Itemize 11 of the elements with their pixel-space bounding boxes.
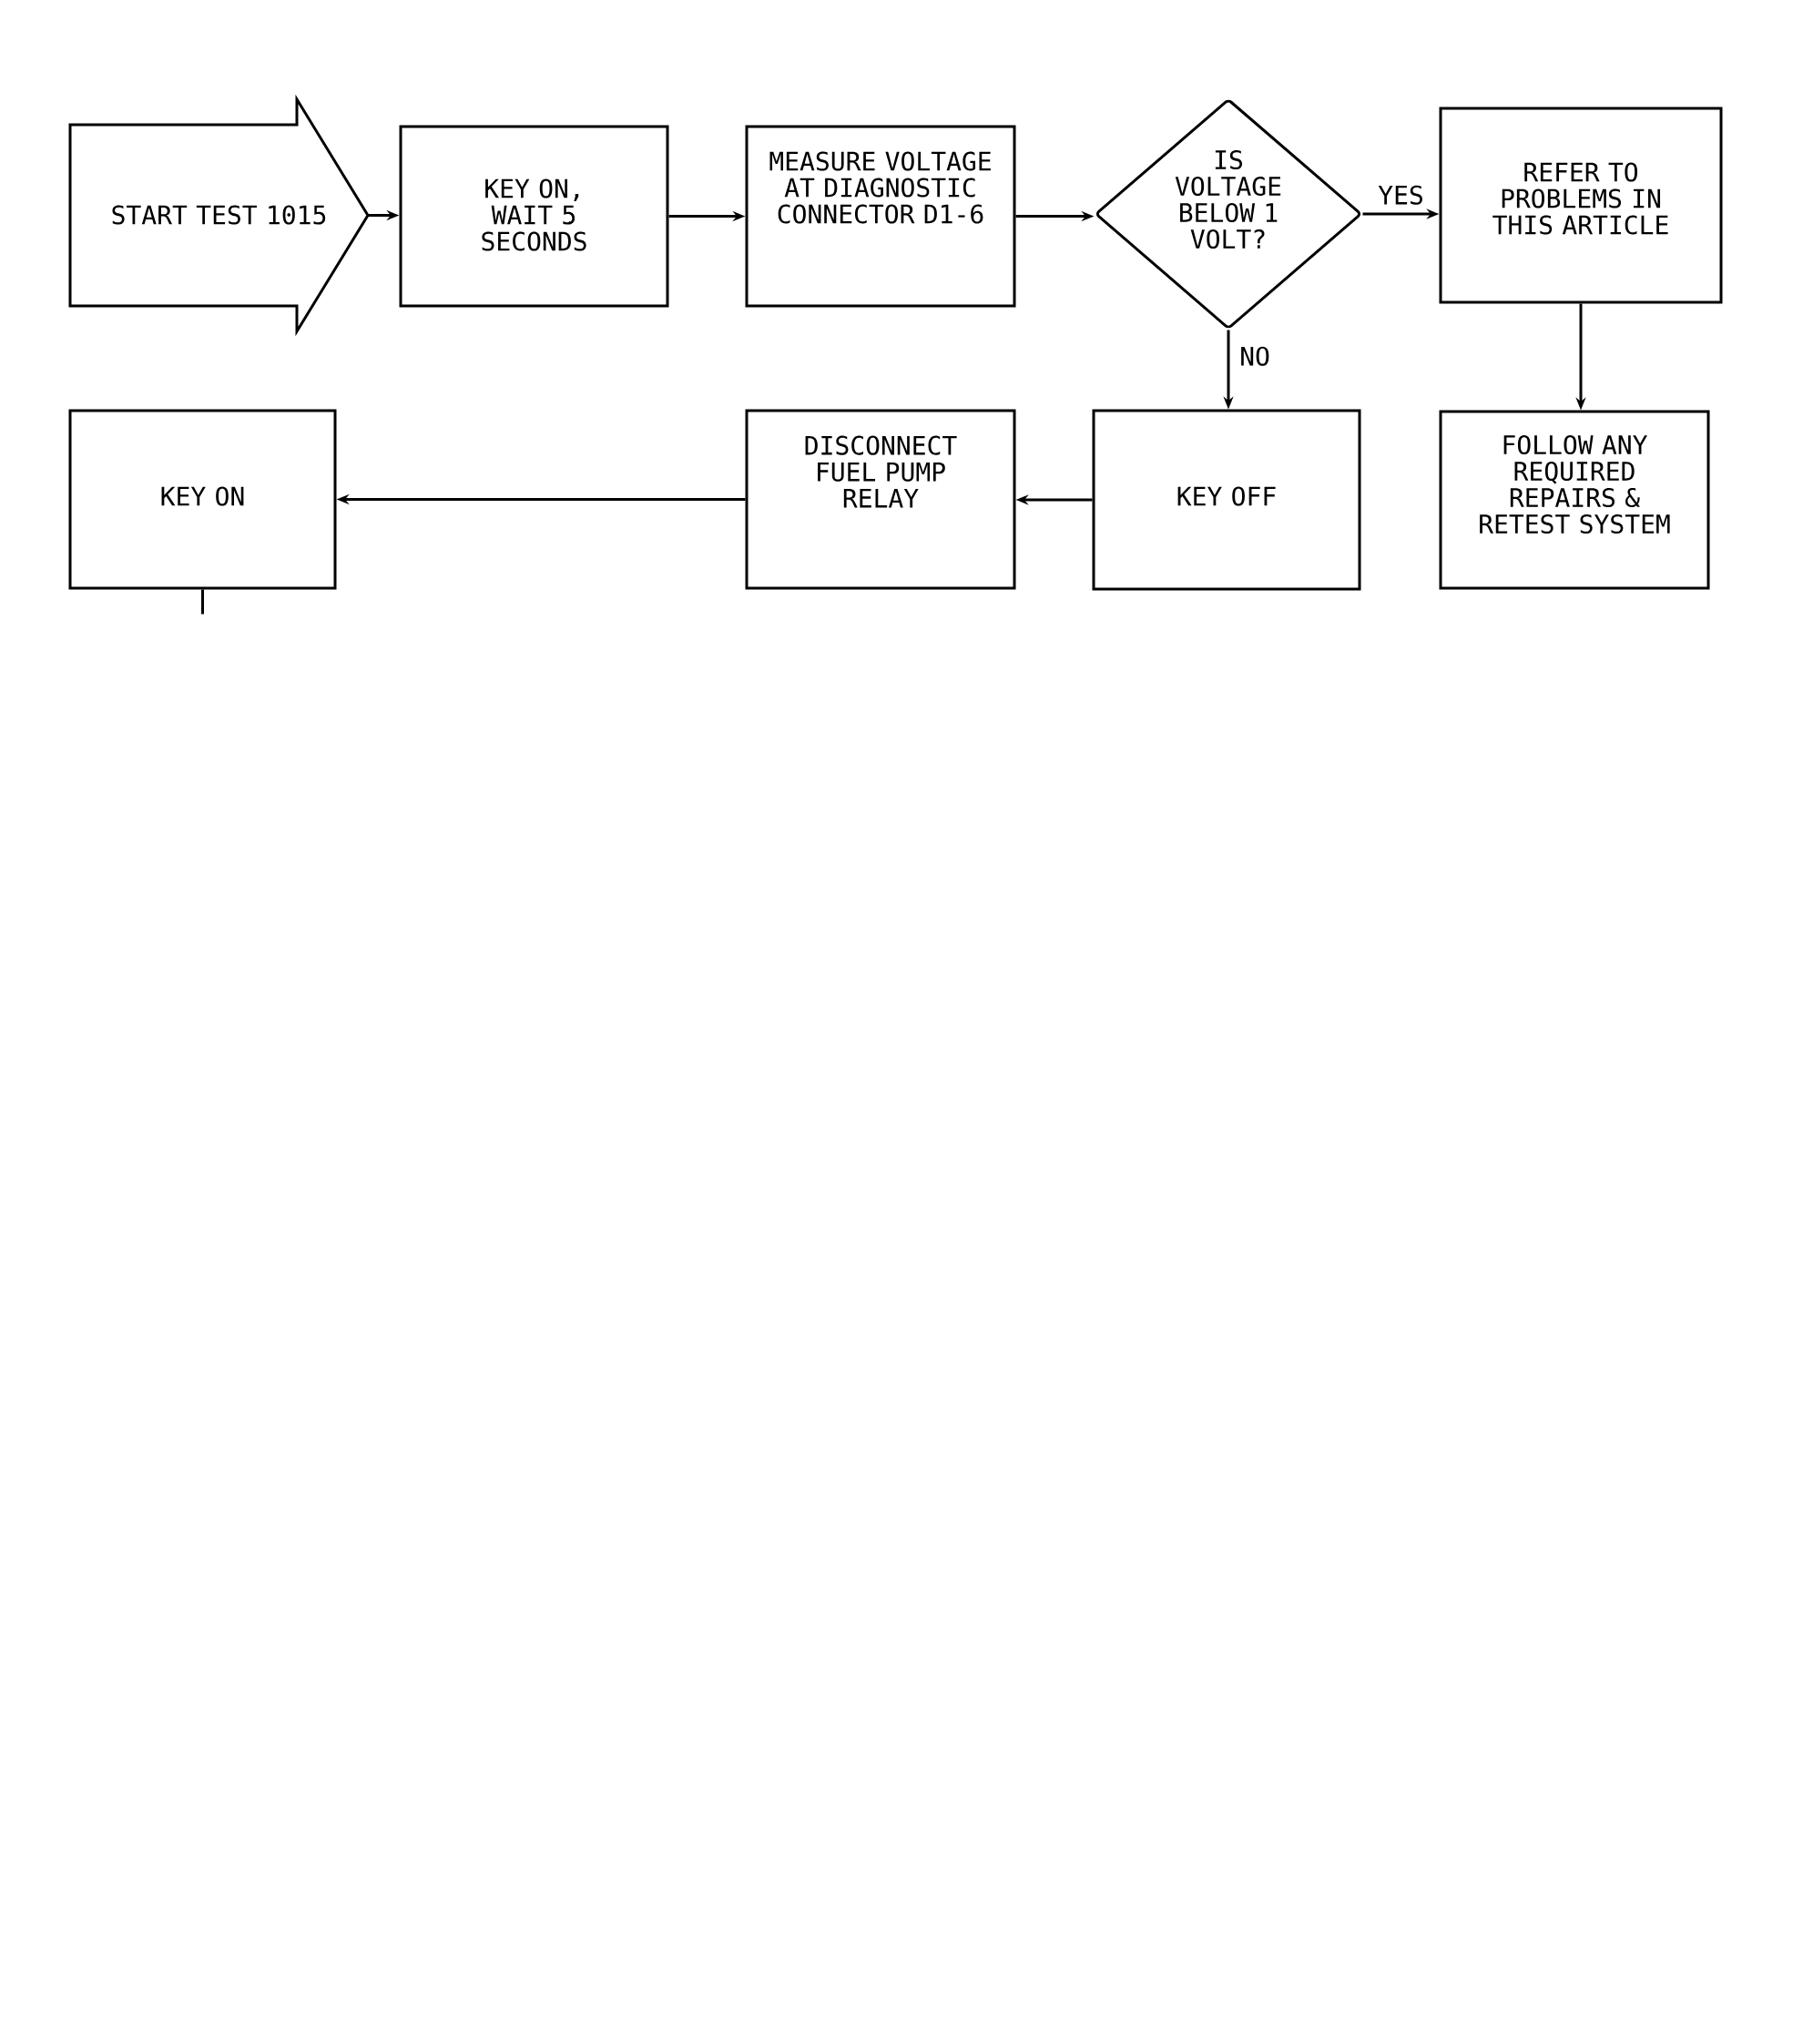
start-block: START TEST 1015 [68,94,370,337]
process-box: MEASURE VOLTAGE AT DIAGNOSTIC CONNECTOR D1-6 [745,125,1016,308]
process-box: KEY ON [68,409,337,590]
connector-line [201,589,204,615]
process-box: KEY ON, WAIT 5 SECONDS [399,125,669,308]
process-box: DISCONNECT FUEL PUMP RELAY [745,409,1016,590]
process-box: REFER TO PROBLEMS IN THIS ARTICLE [1439,107,1723,304]
edge-label: YES [1378,185,1422,205]
process-box: FOLLOW ANY REQUIRED REPAIRS & RETEST SYSTEM [1439,410,1710,590]
process-box: KEY OFF [1092,409,1361,591]
edge-label: NO [1241,346,1269,366]
